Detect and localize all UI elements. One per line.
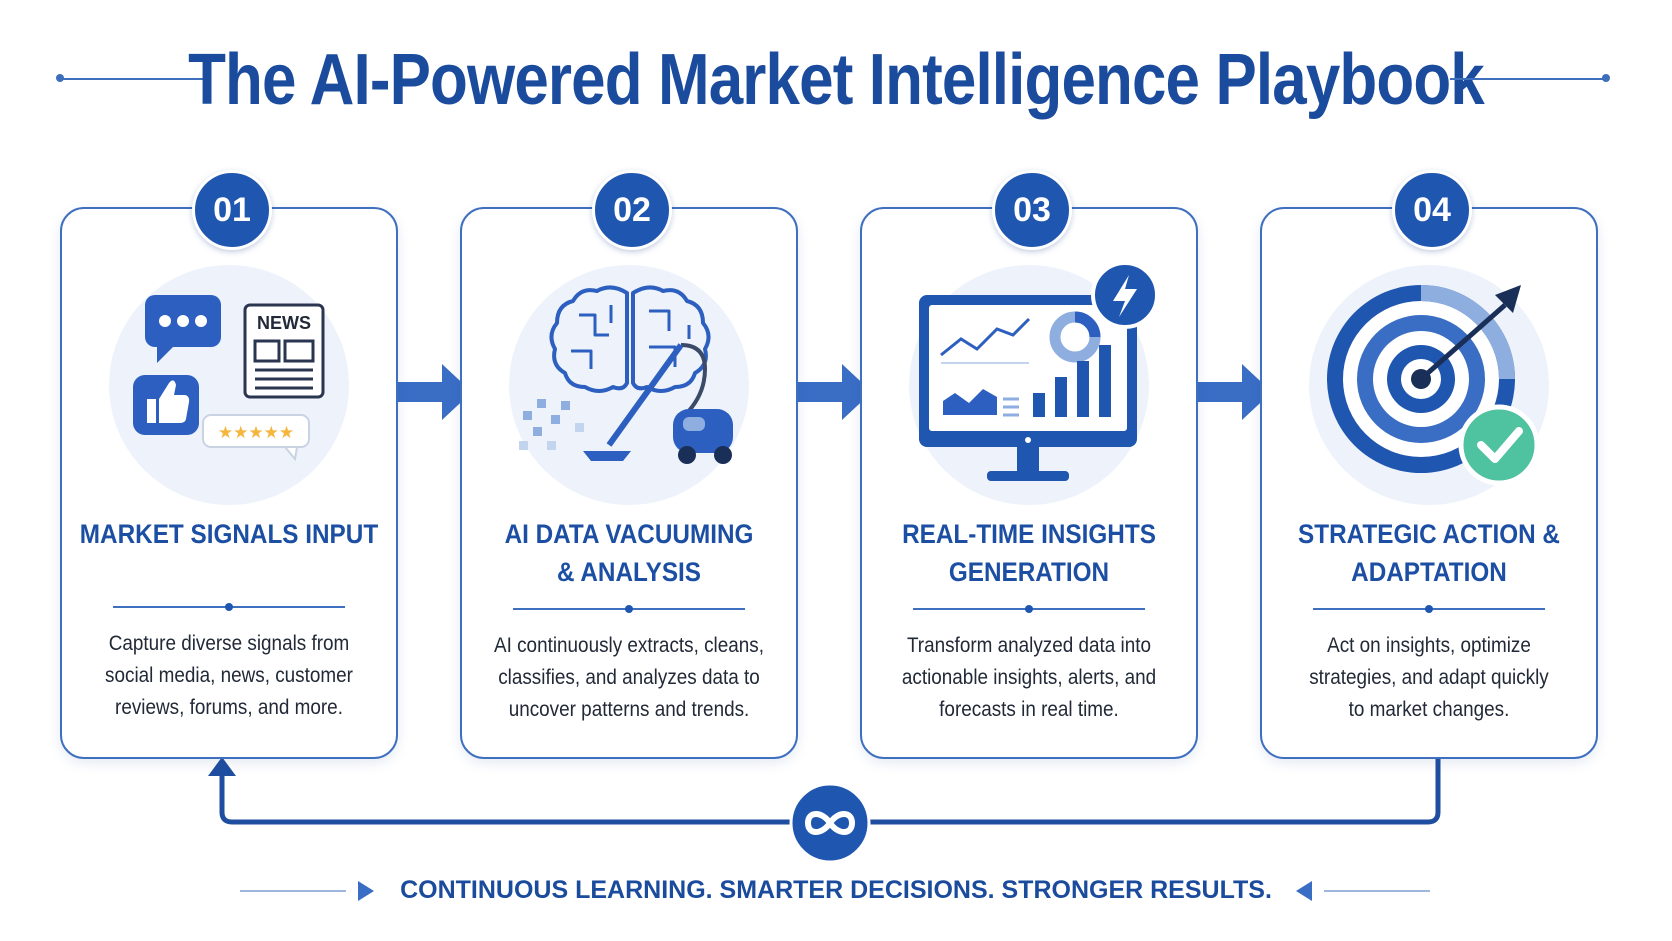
real-time-insights-illustration [919,265,1159,481]
step-title-2-line-1: AI DATA VACUUMING [504,519,754,549]
step-badge-4: 04 [1392,170,1472,250]
step-desc-3-line-3: forecasts in real time. [939,698,1119,721]
market-signals-illustration: NEWS ★★★★★ [133,295,325,462]
checkmark-icon [1458,404,1540,486]
data-pixels [519,399,584,450]
footer-right-line [1324,890,1430,892]
step-description-3: Transform analyzed data into actionable … [877,630,1181,726]
step-desc-1-line-3: reviews, forums, and more. [115,696,343,719]
step-title-2: AI DATA VACUUMING & ANALYSIS [477,515,781,591]
step-description-2: AI continuously extracts, cleans, classi… [477,630,781,726]
step-title-3-line-1: REAL-TIME INSIGHTS [902,519,1156,549]
ai-vacuum-illustration [519,285,733,464]
loop-arrowhead [208,757,236,776]
step-divider-dot-2 [625,605,633,613]
thumbs-up-icon [133,375,199,435]
step-desc-1-line-1: Capture diverse signals from [108,632,350,655]
target-icon [1327,285,1521,473]
step-desc-4-line-3: to market changes. [1348,698,1510,721]
footer-tagline: CONTINUOUS LEARNING. SMARTER DECISIONS. … [400,876,1272,904]
step-title-4-line-2: ADAPTATION [1351,557,1507,587]
news-label: NEWS [257,313,311,333]
step-desc-2-line-3: uncover patterns and trends. [508,698,750,721]
svg-text:★★★★★: ★★★★★ [218,423,294,443]
step-title-2-line-2: & ANALYSIS [556,557,702,587]
step-divider-dot-4 [1425,605,1433,613]
footer-left-line [240,890,346,892]
step-arrow-3 [1198,364,1272,420]
brain-icon [549,285,711,393]
lightning-icon [1091,265,1159,329]
title-left-line [60,78,204,80]
speech-bubble-icon [145,295,221,363]
step-title-1-line-1: MARKET SIGNALS INPUT [79,519,379,549]
footer-right-triangle-icon [1296,881,1312,901]
step-title-4-line-1: STRATEGIC ACTION & [1298,519,1560,549]
step-desc-1-line-2: social media, news, customer [105,664,353,687]
step-desc-2-line-2: classifies, and analyzes data to [498,666,760,689]
newspaper-icon: NEWS [243,303,325,399]
step-title-3: REAL-TIME INSIGHTS GENERATION [877,515,1181,591]
step-badge-3: 03 [992,170,1072,250]
step-arrow-1 [398,364,472,420]
page-title: The AI-Powered Market Intelligence Playb… [188,40,1485,120]
step-arrow-2 [798,364,872,420]
step-badge-2: 02 [592,170,672,250]
step-description-1: Capture diverse signals from social medi… [77,628,381,724]
step-title-3-line-2: GENERATION [948,557,1110,587]
vacuum-icon [583,343,733,464]
step-divider-dot-3 [1025,605,1033,613]
step-desc-4-line-2: strategies, and adapt quickly [1309,666,1549,689]
step-desc-4-line-1: Act on insights, optimize [1327,634,1531,657]
step-desc-3-line-2: actionable insights, alerts, and [901,666,1157,689]
step-title-4: STRATEGIC ACTION & ADAPTATION [1277,515,1581,591]
step-title-1: MARKET SIGNALS INPUT [77,515,381,553]
step-divider-dot-1 [225,603,233,611]
star-rating-icon: ★★★★★ [202,414,310,462]
step-desc-3-line-1: Transform analyzed data into [906,634,1152,657]
title-right-dot [1602,74,1610,82]
step-badge-1: 01 [192,170,272,250]
infinity-icon [789,782,871,864]
strategic-action-illustration [1327,285,1540,486]
title-right-line [1450,78,1605,80]
step-desc-2-line-1: AI continuously extracts, cleans, [494,634,764,657]
step-description-4: Act on insights, optimize strategies, an… [1277,630,1581,726]
monitor-chart-icon [919,295,1137,481]
footer-left-triangle-icon [358,881,374,901]
